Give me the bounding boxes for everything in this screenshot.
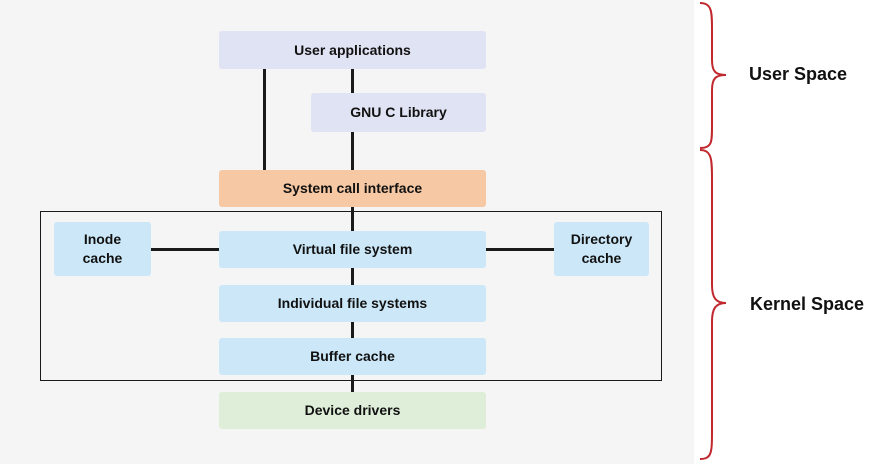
user-applications-label: User applications — [294, 41, 411, 58]
connector-syscall-vfs — [351, 207, 354, 231]
gnu-c-library-box: GNU C Library — [311, 93, 486, 132]
gnu-c-library-label: GNU C Library — [350, 104, 447, 120]
connector-userapps-syscall — [263, 69, 266, 170]
connector-vfs-directory — [486, 248, 554, 251]
virtual-file-system-box: Virtual file system — [219, 231, 486, 268]
device-drivers-label: Device drivers — [304, 402, 401, 418]
connector-userapps-glibc — [351, 69, 354, 93]
kernel-space-brace — [699, 149, 727, 460]
system-call-interface-label: System call interface — [282, 180, 423, 196]
connector-glibc-syscall — [351, 132, 354, 170]
system-call-interface-box: System call interface — [219, 170, 486, 207]
user-space-label: User Space — [749, 64, 848, 84]
kernel-space-label: Kernel Space — [750, 294, 865, 314]
user-space-brace — [699, 2, 727, 149]
device-drivers-box: Device drivers — [219, 392, 486, 429]
connector-individual-buffer — [351, 322, 354, 338]
directory-cache-label: Directory cache — [570, 231, 633, 266]
individual-file-systems-box: Individual file systems — [219, 285, 486, 322]
user-applications-box: User applications — [219, 31, 486, 69]
inode-cache-label: Inode cache — [82, 231, 123, 266]
kernel-vfs-frame — [40, 211, 662, 381]
individual-file-systems-label: Individual file systems — [277, 295, 428, 311]
inode-cache-box: Inode cache — [54, 222, 151, 276]
buffer-cache-label: Buffer cache — [310, 348, 395, 364]
connector-inode-vfs — [151, 248, 219, 251]
connector-buffer-drivers — [351, 375, 354, 392]
region-braces — [699, 2, 727, 460]
virtual-file-system-label: Virtual file system — [292, 241, 413, 257]
buffer-cache-box: Buffer cache — [219, 338, 486, 375]
directory-cache-box: Directory cache — [554, 222, 649, 276]
connector-vfs-individual — [351, 268, 354, 285]
